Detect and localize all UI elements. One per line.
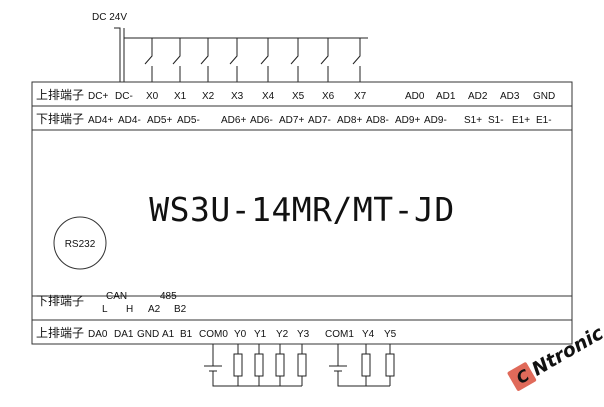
terminal-e1-minus: E1- xyxy=(536,115,552,126)
terminal-dc-plus: DC+ xyxy=(88,91,108,102)
terminal-x2: X2 xyxy=(202,91,215,102)
group2-return-bus xyxy=(337,371,390,387)
terminal-ad6-minus: AD6- xyxy=(250,115,273,126)
supply-label: DC 24V xyxy=(92,12,127,23)
input-switch-0 xyxy=(144,38,153,82)
terminal-y5: Y5 xyxy=(384,329,397,340)
terminal-ad6-plus: AD6+ xyxy=(221,115,246,126)
input-switches xyxy=(144,38,361,82)
output-load-wiring xyxy=(204,344,395,387)
terminal-ad5-minus: AD5- xyxy=(177,115,200,126)
terminal-gnd: GND xyxy=(533,91,555,102)
bottom-upper-terminal-row: 上排端子 DA0 DA1 GND A1 B1 COM0 Y0 Y1 Y2 Y3 … xyxy=(36,326,397,340)
terminal-x7: X7 xyxy=(354,91,367,102)
input-switch-6 xyxy=(320,38,329,82)
row-heading: 上排端子 xyxy=(36,88,84,102)
load-resistor xyxy=(275,353,285,377)
terminal-y4: Y4 xyxy=(362,329,375,340)
rs232-circle xyxy=(53,216,107,270)
input-switch-4 xyxy=(260,38,269,82)
row-heading: 下排端子 xyxy=(36,294,84,308)
terminal-x6: X6 xyxy=(322,91,335,102)
load-resistor xyxy=(233,353,243,377)
load-resistor xyxy=(297,353,307,377)
load-resistor xyxy=(361,353,371,377)
rs485-label: 485 xyxy=(160,291,177,302)
terminal-com0: COM0 xyxy=(199,329,228,340)
terminal-y2: Y2 xyxy=(276,329,289,340)
terminal-a1: A1 xyxy=(162,329,175,340)
terminal-ad5-plus: AD5+ xyxy=(147,115,172,126)
terminal-x5: X5 xyxy=(292,91,305,102)
terminal-ad8-plus: AD8+ xyxy=(337,115,362,126)
can-label: CAN xyxy=(106,291,127,302)
row-heading: 下排端子 xyxy=(36,112,84,126)
terminal-x4: X4 xyxy=(262,91,275,102)
terminal-com1: COM1 xyxy=(325,329,354,340)
group1-loads xyxy=(233,344,307,386)
terminal-x0: X0 xyxy=(146,91,159,102)
terminal-ad8-minus: AD8- xyxy=(366,115,389,126)
rs232-label: RS232 xyxy=(65,239,96,250)
terminal-y0: Y0 xyxy=(234,329,247,340)
group1-return-bus xyxy=(212,371,302,387)
input-switch-wiring xyxy=(114,27,368,82)
load-resistor xyxy=(385,353,395,377)
model-title: WS3U-14MR/MT-JD xyxy=(149,190,455,229)
terminal-x1: X1 xyxy=(174,91,187,102)
terminal-b2: B2 xyxy=(174,304,187,315)
terminal-ad1: AD1 xyxy=(436,91,456,102)
group2-loads xyxy=(361,344,395,386)
terminal-e1-plus: E1+ xyxy=(512,115,530,126)
top-upper-terminal-row: 上排端子 DC+ DC- X0 X1 X2 X3 X4 X5 X6 X7 AD0… xyxy=(36,88,555,102)
rs232-port: RS232 xyxy=(53,216,107,270)
terminal-x3: X3 xyxy=(231,91,244,102)
dc-plus-wire xyxy=(114,27,121,82)
terminal-s1-minus: S1- xyxy=(488,115,504,126)
terminal-ad7-minus: AD7- xyxy=(308,115,331,126)
bottom-lower-terminal-row: 下排端子 CAN 485 L H A2 B2 xyxy=(36,291,187,315)
input-switch-3 xyxy=(229,38,238,82)
input-switch-1 xyxy=(172,38,181,82)
input-switch-2 xyxy=(200,38,209,82)
terminal-dc-minus: DC- xyxy=(115,91,133,102)
watermark-logo-box xyxy=(507,362,537,391)
terminal-can-l: L xyxy=(102,304,108,315)
terminal-can-h: H xyxy=(126,304,133,315)
terminal-ad7-plus: AD7+ xyxy=(279,115,304,126)
load-resistor xyxy=(254,353,264,377)
terminal-ad9-plus: AD9+ xyxy=(395,115,420,126)
input-switch-7 xyxy=(352,38,361,82)
terminal-b1: B1 xyxy=(180,329,193,340)
terminal-ad3: AD3 xyxy=(500,91,520,102)
row-heading: 上排端子 xyxy=(36,326,84,340)
terminal-s1-plus: S1+ xyxy=(464,115,482,126)
terminal-ad4-plus: AD4+ xyxy=(88,115,113,126)
input-switch-5 xyxy=(290,38,299,82)
terminal-da1: DA1 xyxy=(114,329,134,340)
terminal-ad0: AD0 xyxy=(405,91,425,102)
brand-watermark: C Ntronic xyxy=(507,322,604,391)
terminal-y3: Y3 xyxy=(297,329,310,340)
terminal-ad9-minus: AD9- xyxy=(424,115,447,126)
watermark-text: Ntronic xyxy=(528,322,604,381)
terminal-da0: DA0 xyxy=(88,329,108,340)
terminal-ad4-minus: AD4- xyxy=(118,115,141,126)
top-lower-terminal-row: 下排端子 AD4+ AD4- AD5+ AD5- AD6+ AD6- AD7+ … xyxy=(36,112,552,126)
terminal-ad2: AD2 xyxy=(468,91,488,102)
terminal-y1: Y1 xyxy=(254,329,267,340)
terminal-a2: A2 xyxy=(148,304,161,315)
terminal-gnd-bottom: GND xyxy=(137,329,159,340)
